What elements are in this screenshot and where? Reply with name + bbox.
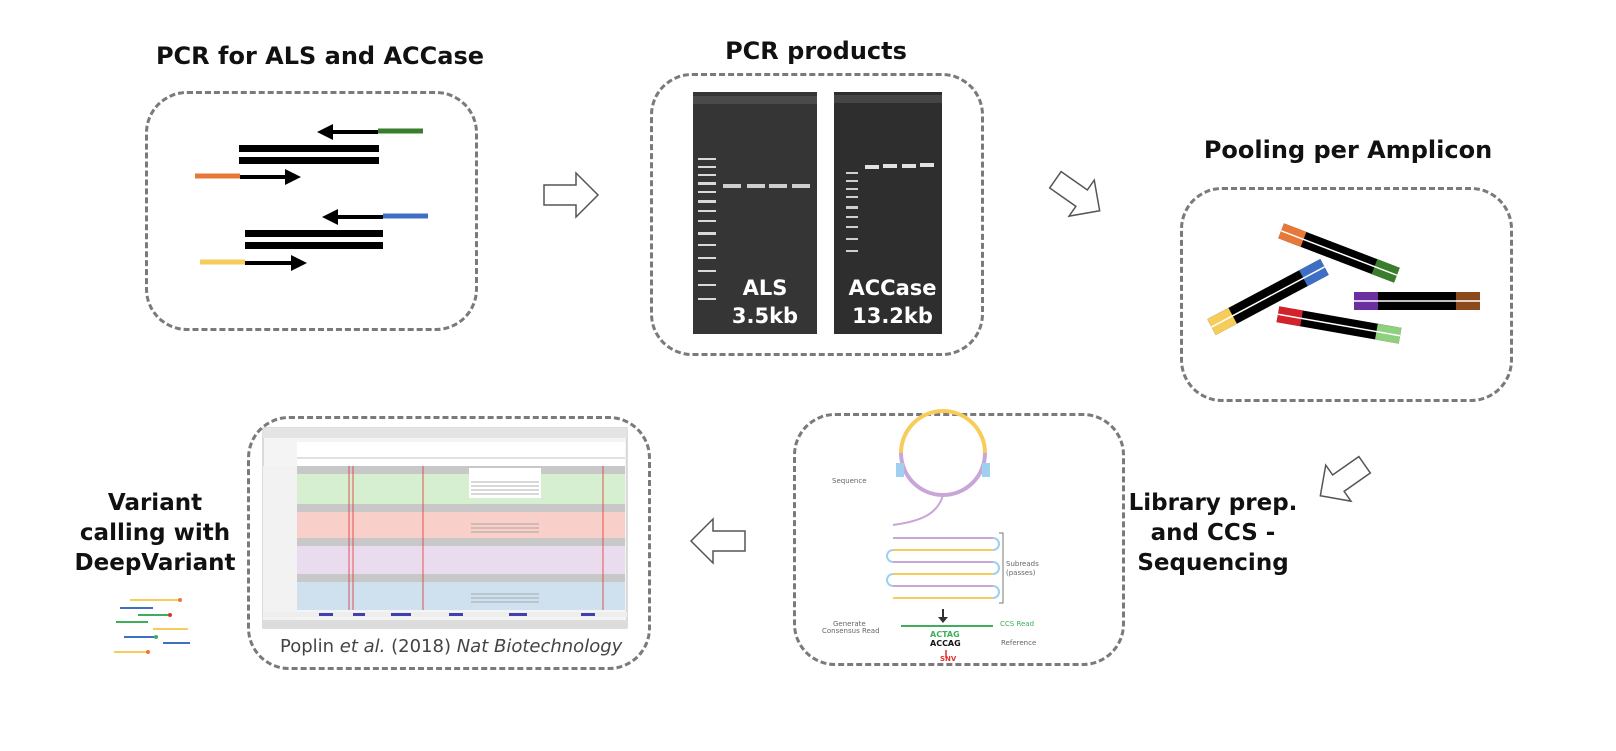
ccs-snv-label: SNV <box>940 655 957 663</box>
ccs-reference-label: Reference <box>1001 639 1037 647</box>
pcr-title: PCR for ALS and ACCase <box>155 42 485 70</box>
variant-title-line-3: DeepVariant <box>74 550 236 576</box>
igv-screenshot <box>262 427 628 629</box>
ccs-consensus-label: Consensus Read <box>822 627 880 635</box>
ccs-sequence-label: Sequence <box>832 477 867 485</box>
products-box <box>650 73 984 356</box>
gel-images <box>693 92 942 334</box>
ccs-passes-label: (passes) <box>1006 569 1036 577</box>
pooling-title: Pooling per Amplicon <box>1203 136 1493 164</box>
ccs-read-label: CCS Read <box>1000 620 1035 628</box>
arrow-left-1 <box>689 517 746 565</box>
ccs-generate-label: Generate <box>833 620 866 628</box>
ccs-consensus-sequence: ACTAG <box>930 630 960 639</box>
library-title-line-2: and CCS - <box>1150 520 1276 546</box>
library-title-line-1: Library prep. <box>1128 490 1298 516</box>
deepvariant-box <box>247 416 651 670</box>
reads-icon <box>114 598 190 654</box>
ccs-subreads-label: Subreads <box>1006 560 1039 568</box>
citation-etal: et al. <box>339 636 386 657</box>
arrow-diag-2 <box>1319 455 1372 503</box>
gel-left-label: ALS 3.5kb <box>720 274 810 330</box>
pcr-box <box>145 91 478 331</box>
gel-right-label: ACCase 13.2kb <box>840 274 945 330</box>
library-title: Library prep. and CCS - Sequencing <box>1128 488 1298 578</box>
citation-year: (2018) <box>385 636 457 657</box>
pcr-diagram <box>195 124 428 271</box>
pooled-amplicons <box>1207 223 1480 344</box>
arrow-diag-1 <box>1048 170 1101 218</box>
variant-title-line-2: calling with <box>79 520 231 546</box>
gel-right-size: 13.2kb <box>852 304 933 328</box>
ccs-diagram <box>886 409 1004 658</box>
citation-journal: Nat Biotechnology <box>456 636 623 657</box>
library-title-line-3: Sequencing <box>1137 550 1289 576</box>
gel-left-name: ALS <box>742 276 788 300</box>
gel-right-name: ACCase <box>848 276 937 300</box>
citation: Poplin et al. (2018) Nat Biotechnology <box>280 636 622 657</box>
variant-title: Variant calling with DeepVariant <box>70 488 240 578</box>
gel-left-size: 3.5kb <box>731 304 799 328</box>
arrow-right-1 <box>543 171 600 219</box>
products-title: PCR products <box>725 37 907 65</box>
variant-title-line-1: Variant <box>107 490 203 516</box>
ccs-reference-sequence: ACCAG <box>930 639 961 648</box>
citation-author: Poplin <box>280 636 340 657</box>
pooling-box <box>1180 187 1513 402</box>
